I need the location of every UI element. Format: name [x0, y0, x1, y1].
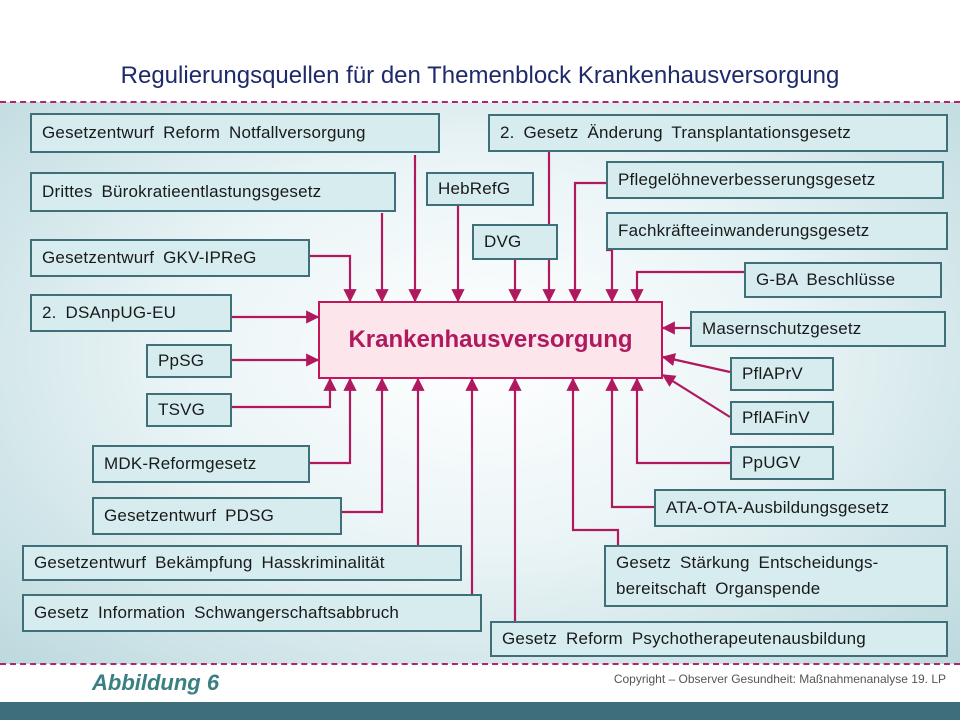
arrow-fachkraefte [605, 248, 619, 303]
arrow-pflegeloehne [568, 181, 606, 303]
copyright-note: Copyright – Observer Gesundheit: Maßnahm… [613, 672, 946, 686]
arrow-pdsg [342, 377, 389, 514]
arrow-pflafinv [661, 374, 731, 418]
node-pflafinv: PflAFinV [730, 401, 834, 435]
node-pflegeloehne: Pflegelöhneverbesserungsgesetz [606, 161, 944, 199]
arrow-ataota [605, 377, 654, 509]
node-gba: G-BA Beschlüsse [744, 262, 942, 298]
arrow-organspende [566, 377, 620, 545]
node-pflaprv: PflAPrV [730, 357, 834, 391]
arrow-ppugv [630, 377, 730, 465]
arrow-mdk [310, 377, 357, 465]
node-organspende: Gesetz Stärkung Entscheidungs-bereitscha… [604, 545, 948, 607]
node-buerokratie: Drittes Bürokratieentlastungsgesetz [30, 172, 396, 212]
node-fachkraefte: Fachkräfteeinwanderungsgesetz [606, 212, 948, 250]
node-ppugv: PpUGV [730, 446, 834, 480]
node-hass: Gesetzentwurf Bekämpfung Hasskriminalitä… [22, 545, 462, 581]
center-node-krankenhausversorgung: Krankenhausversorgung [318, 301, 663, 379]
node-pdsg: Gesetzentwurf PDSG [92, 497, 342, 535]
footer-bar [0, 702, 960, 720]
page-title: Regulierungsquellen für den Themenblock … [120, 62, 840, 89]
node-transplant: 2. Gesetz Änderung Transplantationsgeset… [488, 114, 948, 152]
node-ipreg: Gesetzentwurf GKV-IPReG [30, 239, 310, 277]
node-psycho: Gesetz Reform Psychotherapeutenausbildun… [490, 621, 948, 657]
node-notfall: Gesetzentwurf Reform Notfallversorgung [30, 113, 440, 153]
top-dashed-divider [0, 101, 960, 103]
node-dsanpug: 2. DSAnpUG-EU [30, 294, 232, 332]
arrow-tsvg [232, 377, 337, 409]
figure-caption: Abbildung 6 [92, 670, 220, 695]
bottom-dashed-divider [0, 663, 960, 665]
node-ataota: ATA-OTA-Ausbildungsgesetz [654, 489, 946, 527]
node-schwanger: Gesetz Information Schwangerschaftsabbru… [22, 594, 482, 632]
node-mdk: MDK-Reformgesetz [92, 445, 310, 483]
arrow-pflaprv [661, 353, 731, 374]
node-tsvg: TSVG [146, 393, 232, 427]
node-dvg: DVG [472, 224, 558, 260]
node-masern: Masernschutzgesetz [690, 311, 946, 347]
arrow-ipreg [310, 254, 357, 303]
node-hebref: HebRefG [426, 172, 534, 206]
node-ppsg: PpSG [146, 344, 232, 378]
arrow-gba [630, 270, 744, 303]
